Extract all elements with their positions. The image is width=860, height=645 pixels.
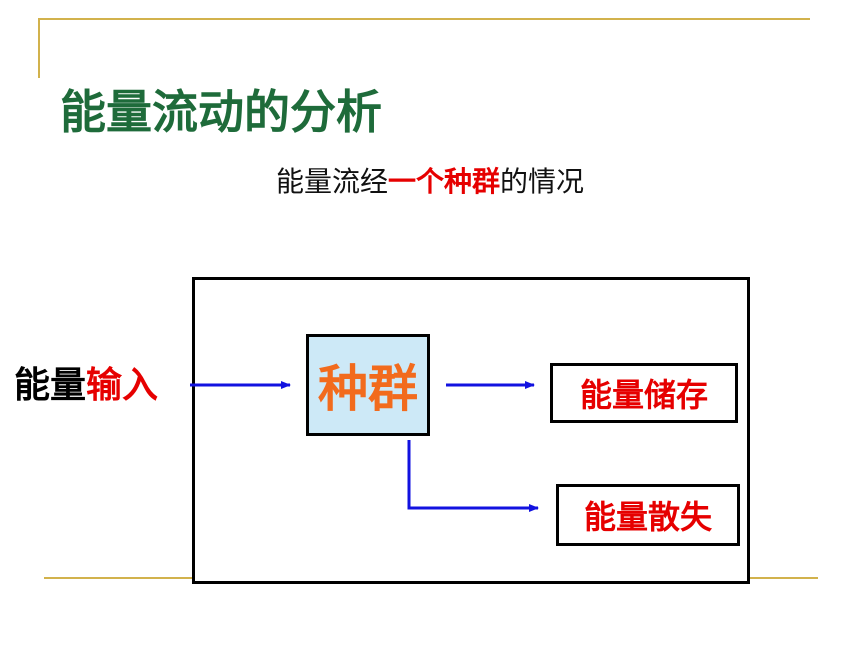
energy-input-label: 能量输入 [14, 356, 158, 408]
slide-title: 能量流动的分析 [60, 85, 382, 139]
energy-input-label-part1: 能量 [14, 365, 87, 406]
slide-subtitle: 能量流经一个种群的情况 [0, 160, 860, 200]
subtitle-prefix: 能量流经 [275, 165, 388, 198]
subtitle-suffix: 的情况 [500, 165, 585, 198]
decorative-vertical-line [38, 18, 40, 78]
energy-storage-node: 能量储存 [550, 363, 738, 423]
energy-loss-node: 能量散失 [556, 484, 740, 546]
population-node: 种群 [306, 334, 430, 436]
energy-input-label-part2: 输入 [86, 365, 159, 406]
decorative-top-line [38, 18, 810, 20]
subtitle-highlight: 一个种群 [387, 165, 500, 198]
